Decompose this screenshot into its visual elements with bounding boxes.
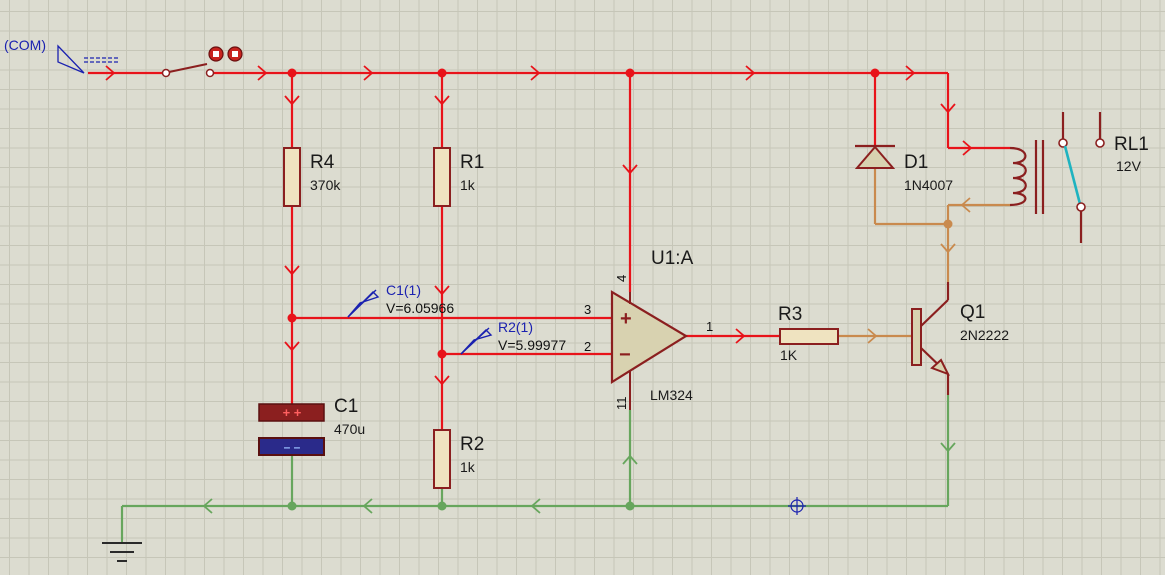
junction-dot [437,501,447,511]
d1-name: D1 [904,152,928,173]
pin-4-label: 4 [614,275,629,282]
current-arrow-icon [867,328,878,344]
pin-11-label: 11 [614,397,629,411]
switch-icon [168,63,208,73]
com-terminal[interactable]: (COM) [4,37,118,74]
junction-dot [870,68,880,78]
probe-c1-id: C1(1) [386,282,421,298]
probe-r2-id: R2(1) [498,319,533,335]
current-arrow-icon [962,140,973,156]
junction-dot [437,68,447,78]
current-arrow-icon [257,65,268,81]
current-arrow-icon [905,65,916,81]
relay-contact-icon [1063,145,1082,205]
junction-dot [625,68,635,78]
r2-name: R2 [460,434,484,455]
junction-dot [287,501,297,511]
current-arrow-icon [363,65,374,81]
current-arrow-icon [284,265,300,276]
c1-plus: + + [283,405,302,420]
resistor-r4[interactable]: R4 370k [283,147,341,207]
ground-icon [102,506,142,562]
transistor-q1[interactable]: Q1 2N2222 [911,282,1009,395]
r1-value: 1k [460,177,476,193]
current-arrow-icon [745,65,756,81]
current-arrow-icon [530,498,541,514]
opamp-minus-sign: − [619,344,631,366]
q1-part: 2N2222 [960,327,1009,343]
current-arrow-icon [284,95,300,106]
u1-part: LM324 [650,387,693,403]
switch[interactable] [161,46,243,78]
junction-dot [943,219,953,229]
terminal-arrow-icon [57,44,85,74]
current-arrow-icon [940,243,956,254]
opamp-plus-sign: + [620,308,632,330]
junctions [287,68,953,511]
powered-net[interactable] [88,71,1010,430]
junction-dot [287,313,297,323]
c1-name: C1 [334,396,358,417]
u1-name: U1:A [651,248,694,269]
junction-dot [287,68,297,78]
resistor-r2[interactable]: R2 1k [433,429,484,489]
current-arrow-icon [735,328,746,344]
current-arrow-icon [622,164,638,175]
diode-d1[interactable]: D1 1N4007 [854,144,953,193]
terminal-label: (COM) [4,37,46,53]
probe-r2[interactable]: R2(1) V=5.99977 [460,319,566,355]
current-arrow-icon [940,442,956,453]
relay-coil-icon [1009,146,1027,207]
resistor-r1[interactable]: R1 1k [433,147,484,207]
relay-rl1[interactable]: RL1 12V [1009,112,1149,243]
q1-name: Q1 [960,302,985,323]
r4-name: R4 [310,152,335,173]
r4-value: 370k [310,177,341,193]
ground-net[interactable] [120,395,950,540]
pin-2-label: 2 [584,339,591,354]
current-arrow-icon [530,65,541,81]
probe-c1[interactable]: C1(1) V=6.05966 [347,282,454,318]
current-arrow-icon [284,341,300,352]
junction-dot [437,349,447,359]
c1-value: 470u [334,421,365,437]
capacitor-c1[interactable]: + + – – C1 470u [258,396,365,456]
rl1-name: RL1 [1114,134,1149,155]
current-arrow-icon [434,375,450,386]
probe-r2-value: V=5.99977 [498,337,566,353]
current-arrow-icon [105,65,116,81]
r2-value: 1k [460,459,476,475]
probe-c1-value: V=6.05966 [386,300,454,316]
c1-minus: – – [284,440,301,454]
pin-1-label: 1 [706,319,713,334]
r3-value: 1K [780,347,798,363]
current-arrow-icon [960,197,971,213]
d1-part: 1N4007 [904,177,953,193]
current-arrow-icon [202,498,213,514]
current-arrow-icon [434,285,450,296]
junction-dot [625,501,635,511]
r1-name: R1 [460,152,484,173]
current-arrow-icon [940,103,956,114]
rl1-value: 12V [1116,158,1142,174]
pin-3-label: 3 [584,302,591,317]
resistor-r3[interactable]: R3 1K [778,304,839,363]
crosshair-icon [788,497,806,515]
current-arrows [105,65,973,514]
current-arrow-icon [434,95,450,106]
opamp-u1[interactable]: + − U1:A LM324 4 11 3 2 1 [584,248,713,410]
r3-name: R3 [778,304,802,325]
current-arrow-icon [362,498,373,514]
current-arrow-icon [622,454,638,465]
